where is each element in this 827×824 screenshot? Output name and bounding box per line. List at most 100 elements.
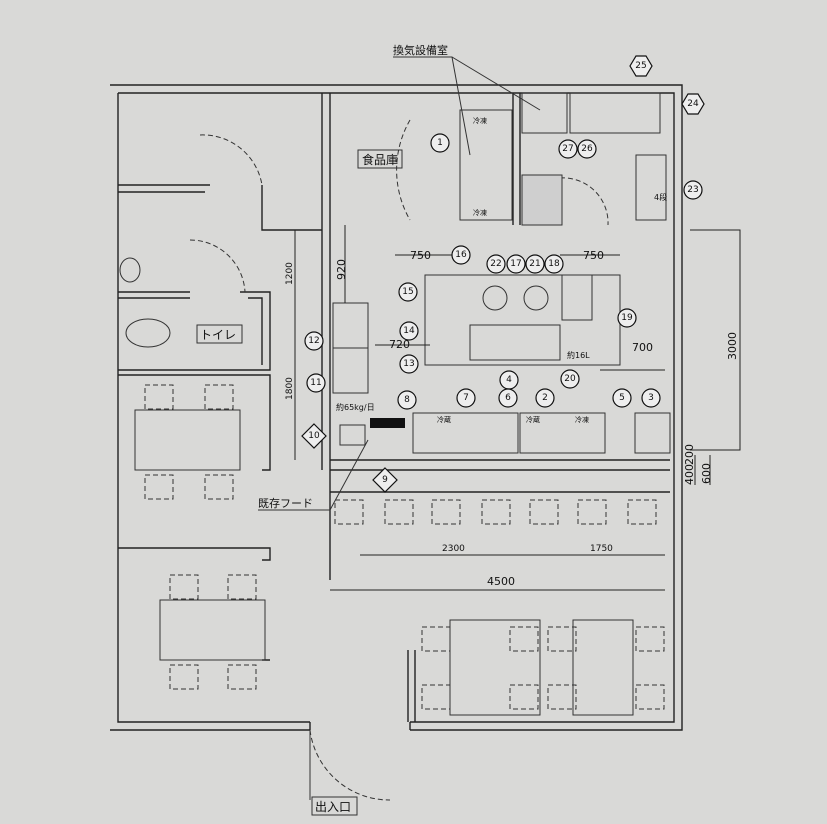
chair xyxy=(635,626,665,652)
callout-number: 18 xyxy=(548,259,560,269)
chair xyxy=(204,474,234,500)
chair xyxy=(547,684,577,710)
dim-4500: 4500 xyxy=(487,575,515,588)
chair xyxy=(635,684,665,710)
capacity-note: 約65kg/日 xyxy=(336,402,375,412)
callout-marker xyxy=(617,308,637,328)
freezer-note: 冷凍 xyxy=(575,415,589,424)
freezer-note-2: 冷凍 xyxy=(473,116,487,125)
callout-marker xyxy=(399,321,419,341)
callout-marker xyxy=(306,373,326,393)
callout-number: 11 xyxy=(310,378,321,388)
callout-number: 22 xyxy=(490,259,501,269)
callout-number: 21 xyxy=(529,259,540,269)
callout-marker xyxy=(535,388,555,408)
dim-750-left: 750 xyxy=(410,249,431,262)
callout-marker xyxy=(544,254,564,274)
room-toilet: トイレ xyxy=(200,328,236,342)
callout-number: 25 xyxy=(635,61,646,71)
callout-marker xyxy=(304,331,324,351)
chair xyxy=(384,499,414,525)
fryer-note: 約16L xyxy=(567,350,590,360)
callout-marker xyxy=(629,55,653,77)
callout-marker xyxy=(486,254,506,274)
callout-marker xyxy=(641,388,661,408)
chair xyxy=(334,499,364,525)
callout-marker xyxy=(498,388,518,408)
callout-number: 15 xyxy=(402,287,413,297)
callout-number: 3 xyxy=(648,393,654,403)
callout-marker xyxy=(525,254,545,274)
callout-number: 10 xyxy=(308,431,320,441)
callout-number: 16 xyxy=(455,250,467,260)
chair xyxy=(421,626,451,652)
chair xyxy=(577,499,607,525)
rack-note: 4段 xyxy=(654,192,667,202)
room-pantry: 食品庫 xyxy=(362,152,398,167)
callout-number: 23 xyxy=(687,185,698,195)
callout-number: 2 xyxy=(542,393,548,403)
callout-marker xyxy=(681,93,705,115)
dim-600: 600 xyxy=(700,463,713,484)
callout-marker xyxy=(560,369,580,389)
callout-number: 7 xyxy=(463,393,469,403)
chair xyxy=(431,499,461,525)
chair xyxy=(509,626,539,652)
callout-number: 13 xyxy=(403,359,414,369)
dimension-lines xyxy=(294,225,741,591)
chair xyxy=(169,664,199,690)
callout-marker xyxy=(577,139,597,159)
dim-720: 720 xyxy=(389,338,410,351)
callout-marker xyxy=(683,180,703,200)
chair xyxy=(144,384,174,410)
dim-1800: 1800 xyxy=(285,377,295,400)
freezer-note-3: 冷凍 xyxy=(473,208,487,217)
chair xyxy=(144,474,174,500)
callout-number: 27 xyxy=(562,144,573,154)
callout-number: 1 xyxy=(437,138,443,148)
callout-number: 14 xyxy=(403,326,415,336)
chair xyxy=(227,574,257,600)
chair xyxy=(481,499,511,525)
callout-number: 8 xyxy=(404,395,410,405)
room-entrance: 出入口 xyxy=(315,800,351,814)
chair xyxy=(509,684,539,710)
dim-2300: 2300 xyxy=(442,544,465,554)
chair xyxy=(227,664,257,690)
dim-750-right: 750 xyxy=(583,249,604,262)
callout-number: 5 xyxy=(619,393,625,403)
callout-marker xyxy=(398,282,418,302)
callout-number: 19 xyxy=(621,313,633,323)
callout-number: 24 xyxy=(687,99,699,109)
callout-marker xyxy=(612,388,632,408)
seats xyxy=(144,384,665,710)
callout-marker xyxy=(397,390,417,410)
callout-number: 4 xyxy=(506,375,512,385)
fridge-note: 冷蔵 xyxy=(437,415,451,424)
callout-number: 12 xyxy=(308,336,319,346)
callout-marker xyxy=(301,423,327,449)
callout-marker xyxy=(430,133,450,153)
dim-400: 400 xyxy=(683,464,696,485)
existing-hood-note: 既存フード xyxy=(258,496,313,510)
callout-marker xyxy=(372,467,398,493)
dim-700: 700 xyxy=(632,341,653,354)
dim-3000: 3000 xyxy=(726,332,739,360)
chair xyxy=(547,626,577,652)
fridge-note-2: 冷蔵 xyxy=(526,415,540,424)
interior-walls xyxy=(118,93,670,722)
callout-marker xyxy=(456,388,476,408)
callout-marker xyxy=(506,254,526,274)
callout-marker xyxy=(558,139,578,159)
chair xyxy=(421,684,451,710)
callout-number: 26 xyxy=(581,144,593,154)
chair xyxy=(627,499,657,525)
ventilation-note: 換気設備室 xyxy=(393,43,448,57)
callout-marker xyxy=(451,245,471,265)
chair xyxy=(169,574,199,600)
outer-walls xyxy=(110,84,683,731)
callout-number: 9 xyxy=(382,475,388,485)
dim-200: 200 xyxy=(683,444,696,465)
doors[interactable] xyxy=(189,119,609,801)
